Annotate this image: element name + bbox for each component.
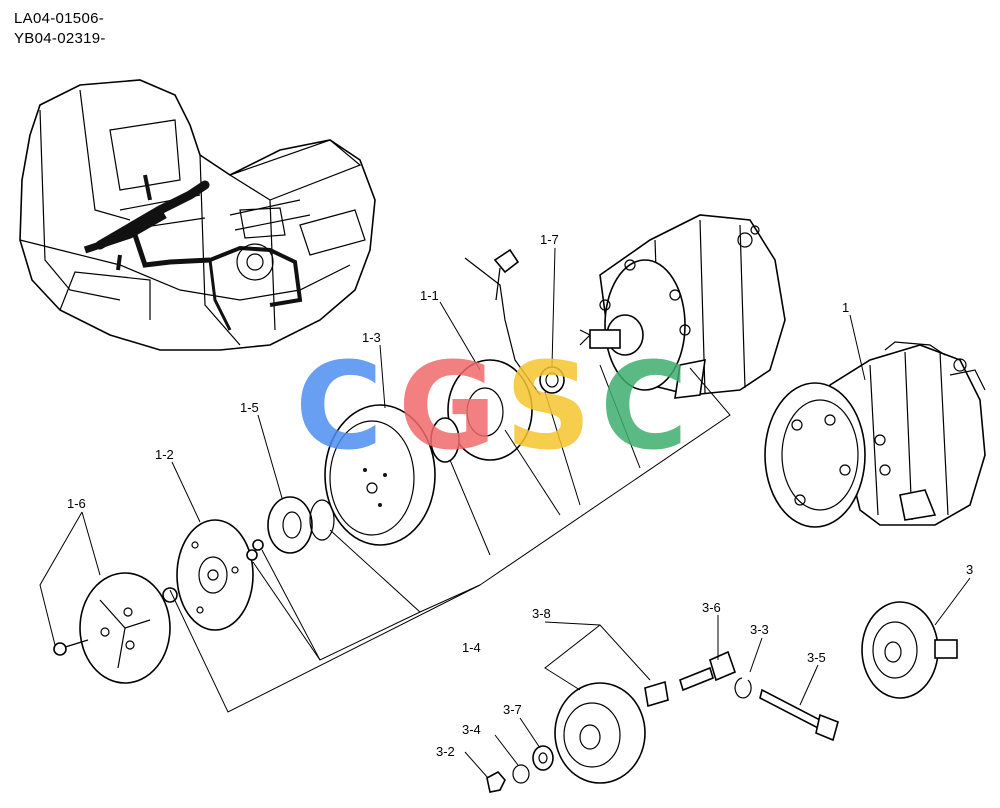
callout-1-5: 1-5: [240, 400, 259, 415]
callout-3-6: 3-6: [702, 600, 721, 615]
pulley-3-8: [554, 680, 669, 784]
callout-3-7: 3-7: [503, 702, 522, 717]
callout-1-2: 1-2: [155, 447, 174, 462]
washer-3-3: [734, 677, 752, 699]
idler-pulley-part-3: [861, 601, 958, 699]
callout-3-8: 3-8: [532, 606, 551, 621]
watermark-letter: G: [398, 338, 497, 477]
callout-3-2: 3-2: [436, 744, 455, 759]
clutch-cover: [53, 572, 171, 684]
sensor-and-bracket: [464, 248, 565, 396]
nut-3-2: [486, 770, 506, 793]
callout-3-4: 3-4: [462, 722, 481, 737]
clutch-pulley: [324, 404, 436, 546]
callout-1-6: 1-6: [67, 496, 86, 511]
leader-lines: [39, 247, 971, 779]
spacer-and-circlip: [267, 496, 335, 554]
compressor-assembly-part-1: [764, 341, 986, 528]
armature-plate: [162, 519, 264, 631]
callout-1-3: 1-3: [362, 330, 381, 345]
compressor-body: [579, 214, 786, 399]
shaft-3-6: [679, 650, 737, 692]
watermark-letter: C: [295, 338, 383, 477]
serial-range-1: LA04-01506-: [14, 10, 105, 27]
callout-3: 3: [966, 562, 973, 577]
callout-labels: 1 1-7 1-1 1-3 1-5 1-2 1-6 1-4 3 3-6 3-3 …: [67, 232, 973, 759]
excavator-overview-illustration: [19, 79, 376, 351]
callout-3-3: 3-3: [750, 622, 769, 637]
bolt-3-5: [759, 688, 839, 742]
washer-3-4: [512, 764, 530, 784]
serial-range-2: YB04-02319-: [14, 30, 106, 47]
callout-1: 1: [842, 300, 849, 315]
watermark-cgsc: C G S C: [295, 338, 688, 477]
callout-1-4: 1-4: [462, 640, 481, 655]
callout-1-7: 1-7: [540, 232, 559, 247]
watermark-letter: S: [505, 338, 591, 477]
callout-1-1: 1-1: [420, 288, 439, 303]
callout-3-5: 3-5: [807, 650, 826, 665]
washer-3-7: [532, 745, 554, 771]
watermark-letter: C: [600, 338, 688, 477]
snap-ring: [430, 417, 460, 463]
field-coil: [447, 359, 533, 461]
